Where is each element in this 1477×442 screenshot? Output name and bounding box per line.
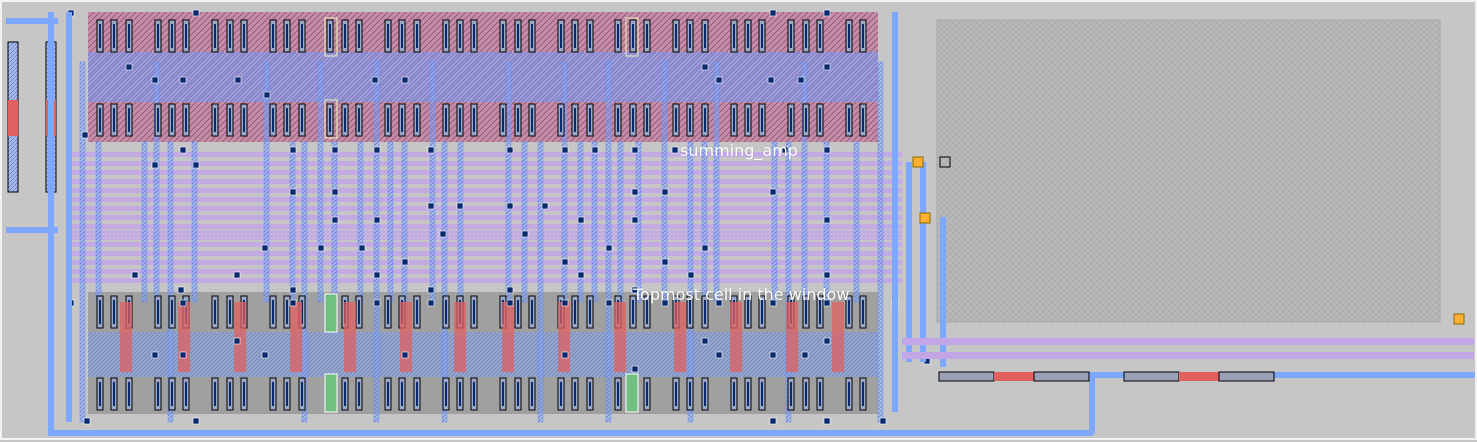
pin-icon[interactable] bbox=[919, 212, 931, 224]
pin-icon[interactable] bbox=[1453, 313, 1465, 325]
vertical-routing bbox=[79, 61, 884, 423]
bottom-right-resistor-strip bbox=[938, 371, 1275, 382]
pins[interactable] bbox=[912, 156, 1465, 325]
via-icon[interactable] bbox=[939, 156, 951, 168]
horizontal-routing bbox=[72, 152, 902, 283]
top-metal-band bbox=[88, 52, 878, 102]
pin-icon[interactable] bbox=[912, 156, 924, 168]
empty-cell-region bbox=[936, 19, 1441, 323]
outer-rails bbox=[48, 12, 1475, 436]
contacts bbox=[67, 9, 931, 425]
cell-name-label: summing_amp bbox=[680, 141, 798, 160]
transistor-fingers bbox=[96, 17, 867, 413]
topmost-cell-hint: Topmost cell in the window bbox=[633, 285, 850, 304]
